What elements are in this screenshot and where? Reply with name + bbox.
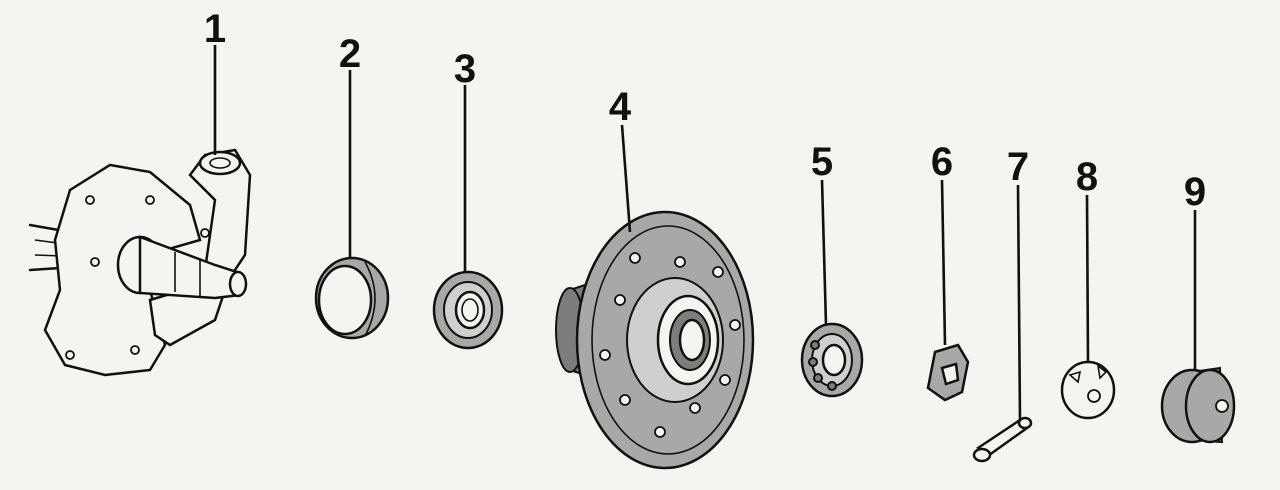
part-number-8: 8 bbox=[1076, 155, 1098, 199]
part-number-5: 5 bbox=[811, 140, 833, 184]
part-9-hub-cap bbox=[1160, 366, 1236, 444]
leader-line-6 bbox=[940, 179, 947, 346]
leader-line-4 bbox=[620, 124, 632, 233]
part-8-castle-nut bbox=[1060, 360, 1116, 420]
part-7-split-pin bbox=[972, 416, 1033, 463]
part-6-thrust-washer bbox=[926, 343, 970, 402]
part-number-3: 3 bbox=[454, 47, 476, 91]
part-2-bearing-race bbox=[314, 256, 390, 340]
part-4-wheel-hub bbox=[555, 210, 755, 470]
part-number-6: 6 bbox=[931, 140, 953, 184]
part-1-steering-knuckle bbox=[28, 148, 252, 377]
part-3-inner-bearing bbox=[432, 270, 504, 350]
part-number-4: 4 bbox=[609, 85, 632, 129]
part-number-7: 7 bbox=[1007, 145, 1029, 189]
leader-line-7 bbox=[1016, 184, 1022, 421]
leader-line-8 bbox=[1085, 194, 1090, 363]
leader-line-5 bbox=[820, 179, 828, 326]
part-number-2: 2 bbox=[339, 32, 361, 76]
part-5-outer-bearing bbox=[800, 322, 864, 398]
part-number-9: 9 bbox=[1184, 170, 1206, 214]
part-number-1: 1 bbox=[204, 7, 226, 51]
